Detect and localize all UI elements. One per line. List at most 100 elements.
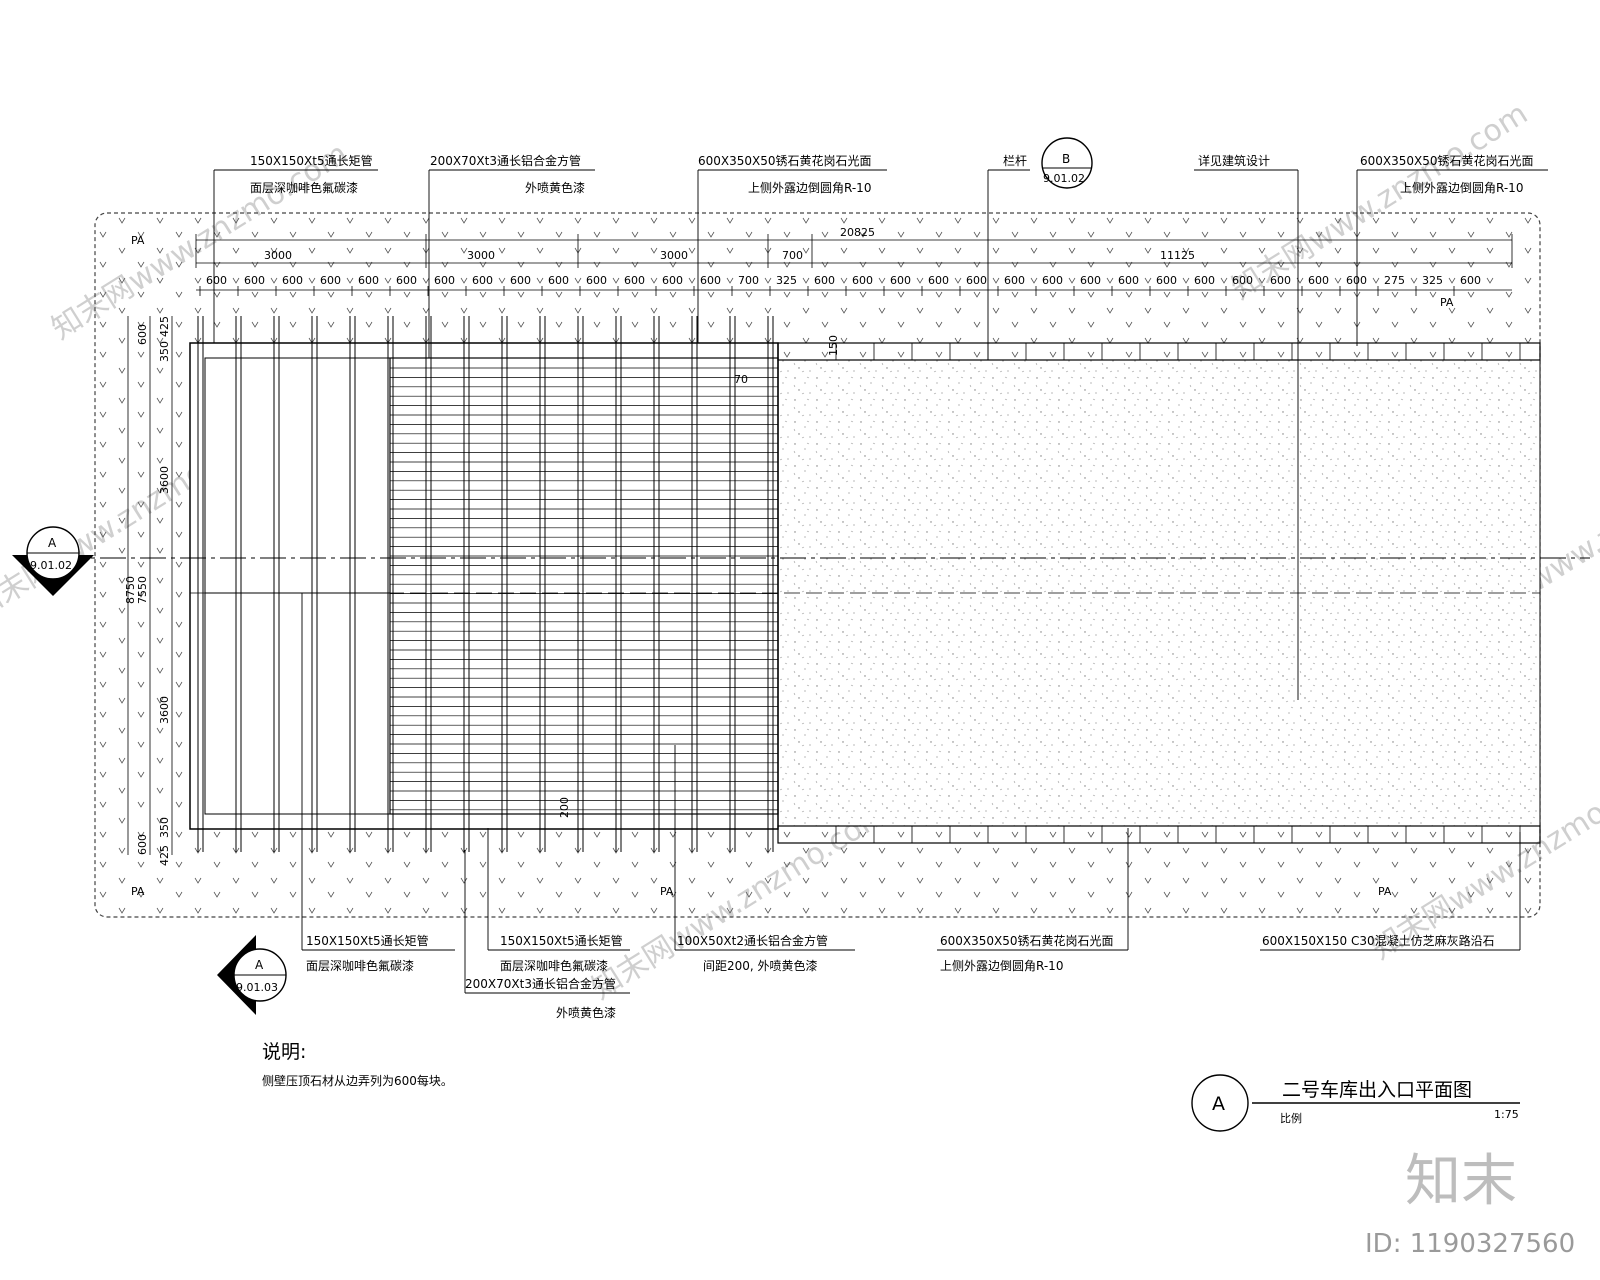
- slat-panel: [389, 357, 779, 815]
- drawing-title: 二号车库出入口平面图: [1282, 1079, 1472, 1101]
- zone-label-pa-bottom-mid: PA: [660, 885, 674, 898]
- callout-bottom-4-line2: 间距200, 外喷黄色漆: [703, 959, 818, 973]
- marker-left-ref: 9.01.02: [30, 559, 72, 572]
- callout-bottom-2-line1: 150X150Xt5通长矩管: [500, 933, 623, 948]
- callout-bottom-4-line1: 100X50Xt2通长铝合金方管: [677, 933, 828, 948]
- dim-detail-200: 200: [558, 797, 571, 818]
- callout-top-6-line1: 600X350X50锈石黄花岗石光面: [1360, 153, 1534, 168]
- dimension-lines: [127, 239, 1512, 855]
- dim-row2-label: 600: [320, 274, 341, 287]
- dim-row2-label: 325: [1422, 274, 1443, 287]
- dim-v-600-bottom: 600: [136, 834, 149, 855]
- zone-label-pa-top-left: PA: [131, 234, 145, 247]
- dim-v-7550: 7550: [136, 576, 149, 604]
- dim-row2-label: 600: [396, 274, 417, 287]
- aluminum-slats: [205, 357, 779, 815]
- zone-label-pa-bottom-right: PA: [1378, 885, 1392, 898]
- callout-bottom-3-line1: 200X70Xt3通长铝合金方管: [465, 976, 616, 991]
- top-coping: [777, 342, 1541, 361]
- dim-row2-label: 600: [1080, 274, 1101, 287]
- dim-total: 20825: [840, 226, 875, 239]
- dim-row2-label: 600: [434, 274, 455, 287]
- dim-row2-label: 600: [282, 274, 303, 287]
- dim-v-8750: 8750: [124, 576, 137, 604]
- dim-row1-label: 3000: [660, 249, 688, 262]
- dim-row2-label: 600: [510, 274, 531, 287]
- marker-bottom-ref: 9.01.03: [236, 981, 278, 994]
- marker-left-letter: A: [48, 536, 57, 550]
- marker-top-ref: 9.01.02: [1043, 172, 1085, 185]
- dim-row2-label: 600: [548, 274, 569, 287]
- dim-row2-label: 600: [1346, 274, 1367, 287]
- dim-row1-label: 700: [782, 249, 803, 262]
- dim-row2-label: 600: [586, 274, 607, 287]
- notes-line1: 侧壁压顶石材从边弄列为600每块。: [262, 1073, 453, 1088]
- dim-row2-label: 600: [890, 274, 911, 287]
- drawing-subtitle: 比例: [1280, 1111, 1302, 1125]
- callout-top-2-line2: 外喷黄色漆: [525, 181, 585, 195]
- dim-row2-label: 600: [1004, 274, 1025, 287]
- dim-row2-label: 600: [928, 274, 949, 287]
- dim-row1-label: 3000: [467, 249, 495, 262]
- dim-row2-label: 600: [852, 274, 873, 287]
- top-leaders: [213, 169, 1548, 700]
- dim-row2-label: 600: [966, 274, 987, 287]
- callout-top-2-line1: 200X70Xt3通长铝合金方管: [430, 153, 581, 168]
- zone-label-pa-top-right: PA: [1440, 296, 1454, 309]
- dim-row1-label: 11125: [1160, 249, 1195, 262]
- canopy-frame: [189, 342, 779, 830]
- callout-bottom-1-line2: 面层深咖啡色氟碳漆: [306, 958, 414, 973]
- callout-top-4-line1: 栏杆: [1003, 153, 1027, 168]
- marker-bottom-letter: A: [255, 958, 264, 972]
- section-marker-left: [12, 526, 94, 596]
- zone-label-pa-bottom-left: PA: [131, 885, 145, 898]
- bottom-coping: [777, 825, 1541, 844]
- dim-row2-label: 600: [624, 274, 645, 287]
- dim-row2-label: 275: [1384, 274, 1405, 287]
- dim-row2-label: 600: [814, 274, 835, 287]
- dimension-row-minor: 600 600 600 600 600 600 600 600 600 600 600 600 600 6…: [199, 274, 1481, 296]
- dim-row2-label: 600: [662, 274, 683, 287]
- coping-joints: [835, 343, 1521, 843]
- dim-detail-70: 70: [734, 373, 748, 386]
- dim-row2-label: 325: [776, 274, 797, 287]
- steel-ribs: [197, 316, 774, 852]
- title-marker-letter: A: [1212, 1093, 1225, 1115]
- dim-row2-label: 600: [1194, 274, 1215, 287]
- dim-row2-label: 600: [1042, 274, 1063, 287]
- dim-row2-label: 600: [1232, 274, 1253, 287]
- title-block: [1191, 1074, 1520, 1132]
- callout-top-5-line1: 详见建筑设计: [1198, 153, 1270, 168]
- section-marker-bottom: [217, 935, 287, 1015]
- dim-row2-label: 600: [1156, 274, 1177, 287]
- dim-row1-label: 3000: [264, 249, 292, 262]
- dim-v-3600-bottom: 3600: [158, 696, 171, 724]
- brand-id: ID: 1190327560: [1365, 1229, 1575, 1259]
- dim-v-425-bottom: 425: [158, 845, 171, 866]
- marker-top-letter: B: [1062, 152, 1070, 166]
- dim-row2-label: 600: [244, 274, 265, 287]
- dimension-row-major: 3000 3000 3000 700 11125: [195, 234, 1513, 268]
- dim-row2-label: 700: [738, 274, 759, 287]
- bottom-leaders: [301, 593, 1521, 994]
- callout-top-6-line2: 上侧外露边倒圆角R-10: [1400, 181, 1523, 195]
- dim-v-350-top: 350: [158, 341, 171, 362]
- callout-bottom-5-line1: 600X350X50锈石黄花岗石光面: [940, 933, 1114, 948]
- brand-logo: 知末: [1405, 1149, 1517, 1214]
- dim-row2-label: 600: [700, 274, 721, 287]
- notes-heading: 说明:: [262, 1041, 306, 1063]
- dim-row2-label: 600: [472, 274, 493, 287]
- callout-bottom-5-line2: 上侧外露边倒圆角R-10: [940, 959, 1063, 973]
- dim-row2-label: 600: [1460, 274, 1481, 287]
- callout-top-3-line2: 上侧外露边倒圆角R-10: [748, 181, 871, 195]
- callout-bottom-1-line1: 150X150Xt5通长矩管: [306, 933, 429, 948]
- drawing-scale: 1:75: [1494, 1108, 1519, 1121]
- callout-bottom-3-line2: 外喷黄色漆: [556, 1006, 616, 1020]
- dim-row2-label: 600: [1118, 274, 1139, 287]
- callout-bottom-6-line1: 600X150X150 C30混凝土仿芝麻灰路沿石: [1262, 933, 1495, 948]
- dim-row2-label: 600: [358, 274, 379, 287]
- dim-row2-label: 600: [1270, 274, 1291, 287]
- dim-row2-label: 600: [206, 274, 227, 287]
- dim-v-3600-top: 3600: [158, 466, 171, 494]
- dim-row2-label: 600: [1308, 274, 1329, 287]
